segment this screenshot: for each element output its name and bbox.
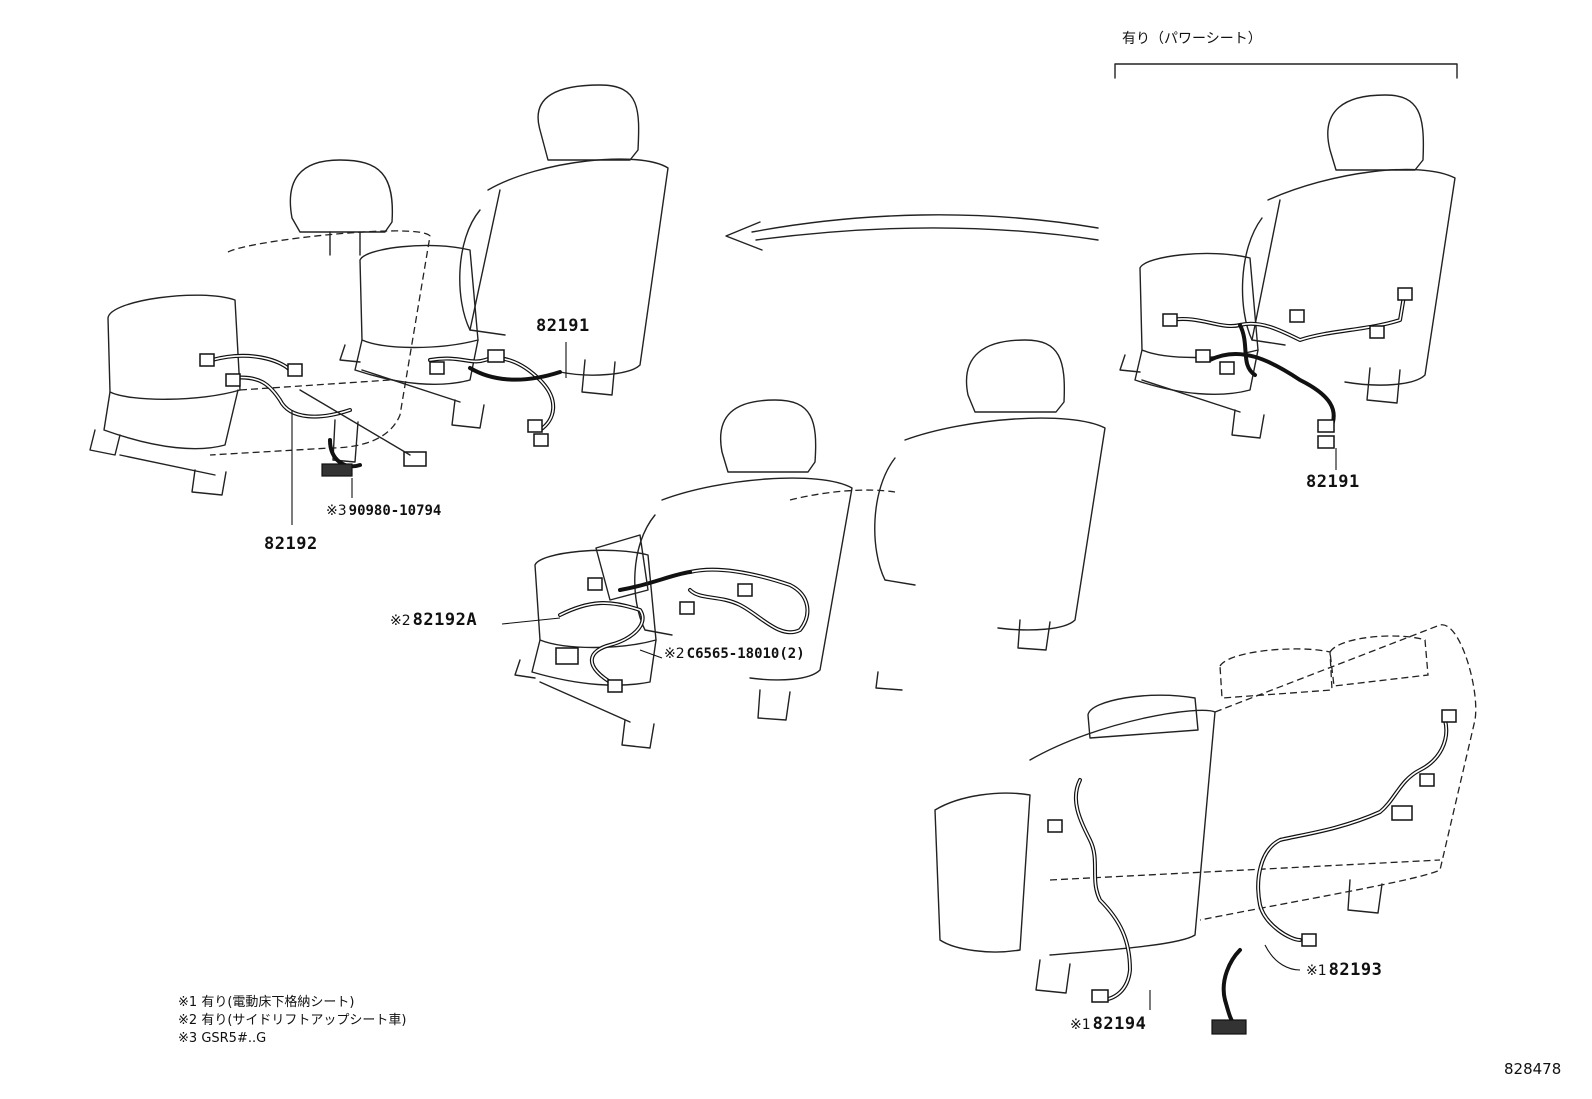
callout-mark: ※3: [326, 503, 347, 519]
callout-part: 90980-10794: [348, 503, 442, 519]
harness-82193: [1256, 709, 1457, 947]
callout-part: C6565-18010(2): [686, 646, 805, 662]
power-seat: [1119, 94, 1456, 439]
callout-part: 82191: [536, 316, 590, 336]
leader-c6565: [639, 649, 663, 659]
footnote-text: 有り(サイドリフトアップシート車): [201, 1013, 407, 1028]
illustration-ref-number: 828478: [1504, 1060, 1562, 1078]
leader-82193: [1264, 944, 1301, 971]
footnote-3: ※3 GSR5#..G: [178, 1030, 406, 1048]
front-seat-left: [89, 159, 431, 496]
callout-part: 82191: [1306, 472, 1360, 492]
rear-bench-seat: [934, 624, 1477, 994]
harness-82191-left: [428, 349, 562, 447]
callout-part: 82192A: [412, 610, 478, 630]
harness-82192A: [555, 534, 810, 693]
footnotes: ※1 有り(電動床下格納シート) ※2 有り(サイドリフトアップシート車) ※3…: [178, 994, 406, 1048]
footnote-2: ※2 有り(サイドリフトアップシート車): [178, 1012, 406, 1030]
callout-82191-right[interactable]: 82191: [1306, 474, 1360, 491]
footnote-mark: ※3: [178, 1031, 198, 1046]
callout-part: 82193: [1328, 960, 1383, 980]
harness-82191-right: [1162, 287, 1413, 449]
callout-mark: ※1: [1306, 963, 1327, 979]
front-seat-right: [339, 84, 669, 429]
direction-arrow: [725, 214, 1099, 251]
footnote-mark: ※2: [178, 1013, 198, 1028]
power-seat-bracket: [1114, 63, 1458, 79]
power-seat-option-label: 有り（パワーシート）: [1122, 31, 1262, 47]
callout-part: 82192: [264, 534, 318, 554]
middle-seat-right: [789, 339, 1106, 691]
leader-82192A: [501, 617, 561, 625]
callout-part: 82194: [1092, 1014, 1147, 1034]
footnote-1: ※1 有り(電動床下格納シート): [178, 994, 406, 1012]
callout-mark: ※2: [664, 646, 685, 662]
callout-mark: ※1: [1070, 1017, 1091, 1033]
harness-82194: [1047, 778, 1247, 1035]
harness-82192: [199, 353, 427, 477]
footnote-mark: ※1: [178, 995, 198, 1010]
callout-82192[interactable]: 82192: [264, 536, 318, 553]
footnote-text: GSR5#..G: [201, 1031, 267, 1046]
callout-mark: ※2: [390, 613, 411, 629]
middle-seat-left: [514, 399, 853, 749]
callout-82191-left[interactable]: 82191: [536, 318, 590, 335]
footnote-text: 有り(電動床下格納シート): [201, 995, 355, 1010]
